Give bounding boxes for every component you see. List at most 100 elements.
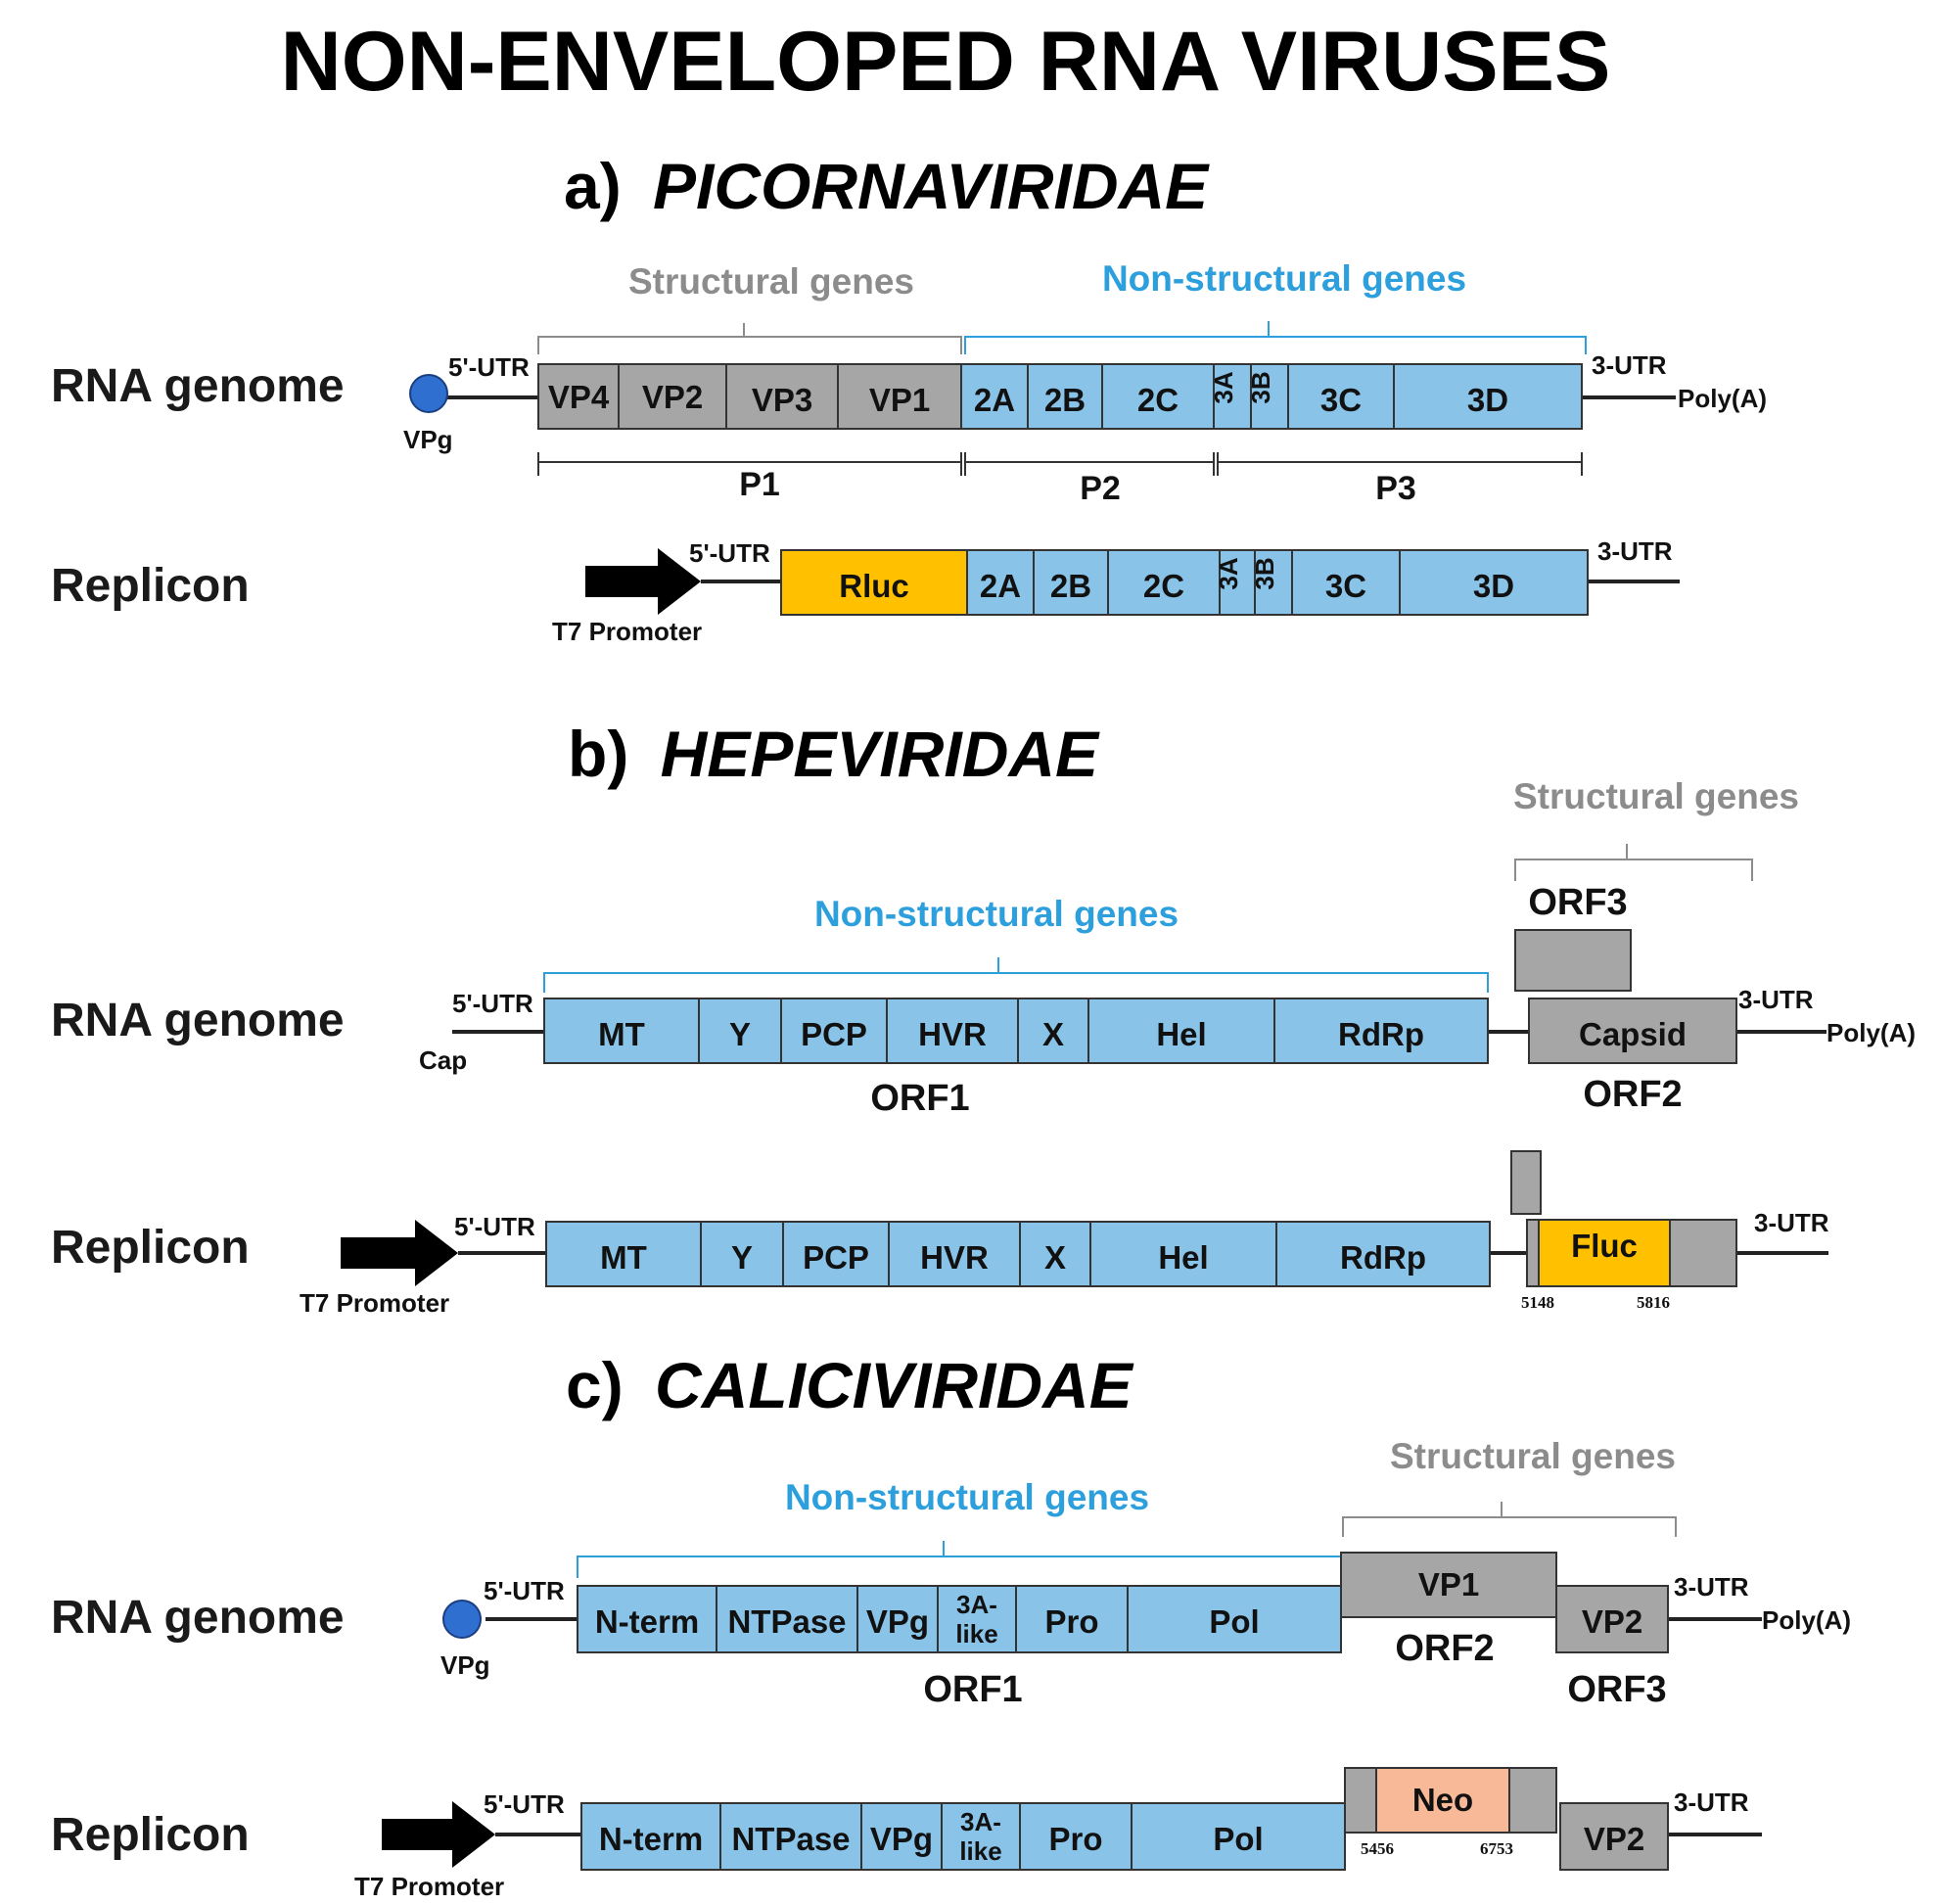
polya-label-b: Poly(A) [1826,1018,1916,1047]
t7-arrow-a [585,548,701,615]
replicon-gene-rdrp [1275,1221,1491,1287]
replicon-utr3-c: 3-UTR [1674,1788,1749,1817]
t7-label-a: T7 Promoter [552,617,702,646]
row-label-genome-c: RNA genome [51,1592,345,1644]
gene-neo-label: Neo [1412,1782,1473,1818]
position-5148: 5148 [1521,1293,1554,1312]
nonstructural-genes-label-a: Non-structural genes [1102,258,1466,299]
gene-vp2-c-label: VP2 [1582,1603,1642,1640]
orf3-label-b: ORF3 [1528,882,1627,923]
nonstructural-genes-label-b: Non-structural genes [814,894,1179,934]
position-6753: 6753 [1480,1839,1513,1858]
section-b-title: b) HEPEVIRIDAE [568,718,1100,790]
utr5-label-b: 5'-UTR [452,989,533,1018]
gene-2a-label: 2A [974,382,1015,418]
replicon-gene-vpg-label: VPg [870,1821,933,1857]
orf1-label-c: ORF1 [923,1669,1022,1710]
polyprotein-p1: P1 [739,466,780,503]
structural-genes-label-a: Structural genes [628,261,914,302]
gene-3alike-line2: like [955,1619,997,1649]
gene-pol [1127,1585,1342,1653]
nonstructural-genes-label-c: Non-structural genes [785,1477,1149,1517]
gene-rdrp [1273,998,1489,1064]
vpg-label-c: VPg [440,1650,490,1680]
replicon-gene-mt-label: MT [600,1239,647,1276]
polya-label-a: Poly(A) [1678,384,1767,413]
structural-genes-label-b: Structural genes [1513,776,1799,816]
genome-genes-c: N-term NTPase VPg 3A-like Pro Pol VP1 VP… [577,1552,1669,1653]
replicon-gene-pol-label: Pol [1213,1821,1263,1857]
replicon-genes-c: N-term NTPase VPg 3A-like Pro Pol Neo VP… [580,1767,1669,1871]
polya-label-c: Poly(A) [1762,1605,1851,1635]
replicon-gene-ntpase-label: NTPase [731,1821,850,1857]
utr5-label-a: 5'-UTR [448,352,530,382]
orf2-label-c: ORF2 [1395,1628,1494,1669]
replicon-gene-pcp [782,1221,890,1287]
section-c-prefix: c) [566,1349,624,1421]
gene-2c-label: 2C [1137,382,1179,418]
gene-pro-label: Pro [1044,1603,1098,1640]
gene-3alike-label: 3A-like [955,1590,997,1649]
gene-fluc-label: Fluc [1571,1228,1638,1264]
nonstructural-brace-b [543,957,1489,993]
replicon-gene-2b [1033,549,1109,616]
gene-y [698,998,782,1064]
replicon-gene-pcp-label: PCP [803,1239,869,1276]
gene-mt-label: MT [598,1016,645,1052]
utr3-label-b: 3-UTR [1738,985,1814,1014]
replicon-gene-3a-label: 3A [1214,557,1243,589]
polyprotein-p2: P2 [1080,470,1121,507]
replicon-gene-nterm [580,1802,721,1871]
t7-arrow-b [341,1220,458,1286]
gene-rluc-label: Rluc [839,568,909,604]
orf3-label-c: ORF3 [1567,1669,1666,1710]
gene-mt [543,998,700,1064]
gene-3d-label: 3D [1467,382,1508,418]
gene-vp4-label: VP4 [548,379,610,415]
structural-genes-label-c: Structural genes [1390,1436,1676,1476]
replicon-gene-3b-label: 3B [1250,557,1279,589]
replicon-gene-rdrp-label: RdRp [1340,1239,1426,1276]
t7-label-b: T7 Promoter [300,1288,449,1318]
gene-hvr-label: HVR [918,1016,987,1052]
replicon-utr5-a: 5'-UTR [689,538,770,568]
replicon-genes-b: MT Y PCP HVR X Hel RdRp Fluc [545,1150,1737,1287]
gene-x-label: X [1042,1016,1064,1052]
replicon-gene-3d [1399,549,1589,616]
vpg-label-a: VPg [403,425,453,454]
gene-vp1-c-label: VP1 [1418,1566,1479,1602]
position-5816: 5816 [1637,1293,1670,1312]
gene-x [1017,998,1089,1064]
gene-vp3-label: VP3 [752,382,812,418]
gene-2c [1101,363,1215,430]
structural-brace-a [537,323,962,354]
gene-3alike-line1: 3A- [956,1590,997,1619]
cap-label-b: Cap [419,1045,467,1075]
main-title: NON-ENVELOPED RNA VIRUSES [281,15,1611,109]
gene-vp3 [725,363,839,430]
nonstructural-brace-a [964,321,1587,354]
replicon-utr5-c: 5'-UTR [484,1789,565,1819]
replicon-vp1-end-c [1508,1767,1557,1834]
vpg-dot-a [409,374,448,413]
replicon-gene-3alike-line2: like [959,1836,1001,1866]
replicon-gene-vpg [860,1802,943,1871]
row-label-replicon-c: Replicon [51,1809,250,1861]
polyprotein-p3: P3 [1375,470,1416,507]
gene-rdrp-label: RdRp [1338,1016,1424,1052]
replicon-gene-pro [1019,1802,1133,1871]
structural-brace-b [1514,844,1753,881]
genome-genes-a: VP4 VP2 VP3 VP1 2A 2B 2C 3A 3B 3C 3D [537,363,1583,430]
replicon-gene-x-label: X [1044,1239,1066,1276]
gene-3c [1287,363,1395,430]
replicon-vp1-start-c [1344,1767,1377,1834]
gene-3b-label: 3B [1246,371,1275,403]
replicon-orf3-stub-b [1510,1150,1542,1215]
section-a-prefix: a) [564,150,622,222]
gene-3c-label: 3C [1320,382,1362,418]
gene-capsid [1528,998,1737,1064]
polyprotein-bars-a [537,452,1583,476]
t7-label-c: T7 Promoter [354,1872,504,1901]
gene-3b [1250,363,1289,430]
replicon-gene-hel-label: Hel [1158,1239,1208,1276]
